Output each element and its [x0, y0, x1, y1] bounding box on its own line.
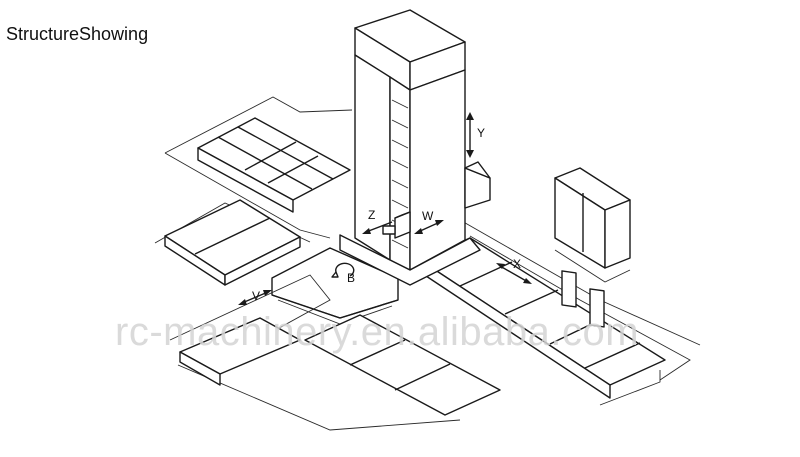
control-cabinet [554, 167, 631, 328]
axis-arrows [238, 112, 532, 305]
side-pallet-table [154, 199, 311, 286]
x-axis-label: X [513, 257, 521, 271]
v-axis-label: V [252, 289, 260, 303]
spindle-head [382, 211, 411, 239]
b-axis-label: B [347, 271, 355, 285]
v-axis-rail [169, 274, 501, 431]
vertical-column [339, 9, 491, 286]
y-axis-label: Y [477, 126, 485, 140]
z-axis-label: Z [368, 208, 375, 222]
diagram-title: StructureShowing [6, 24, 149, 44]
w-axis-label: W [422, 209, 434, 223]
rotary-table [271, 247, 399, 325]
watermark-text: rc-machinery.en.alibaba.com [115, 310, 639, 354]
